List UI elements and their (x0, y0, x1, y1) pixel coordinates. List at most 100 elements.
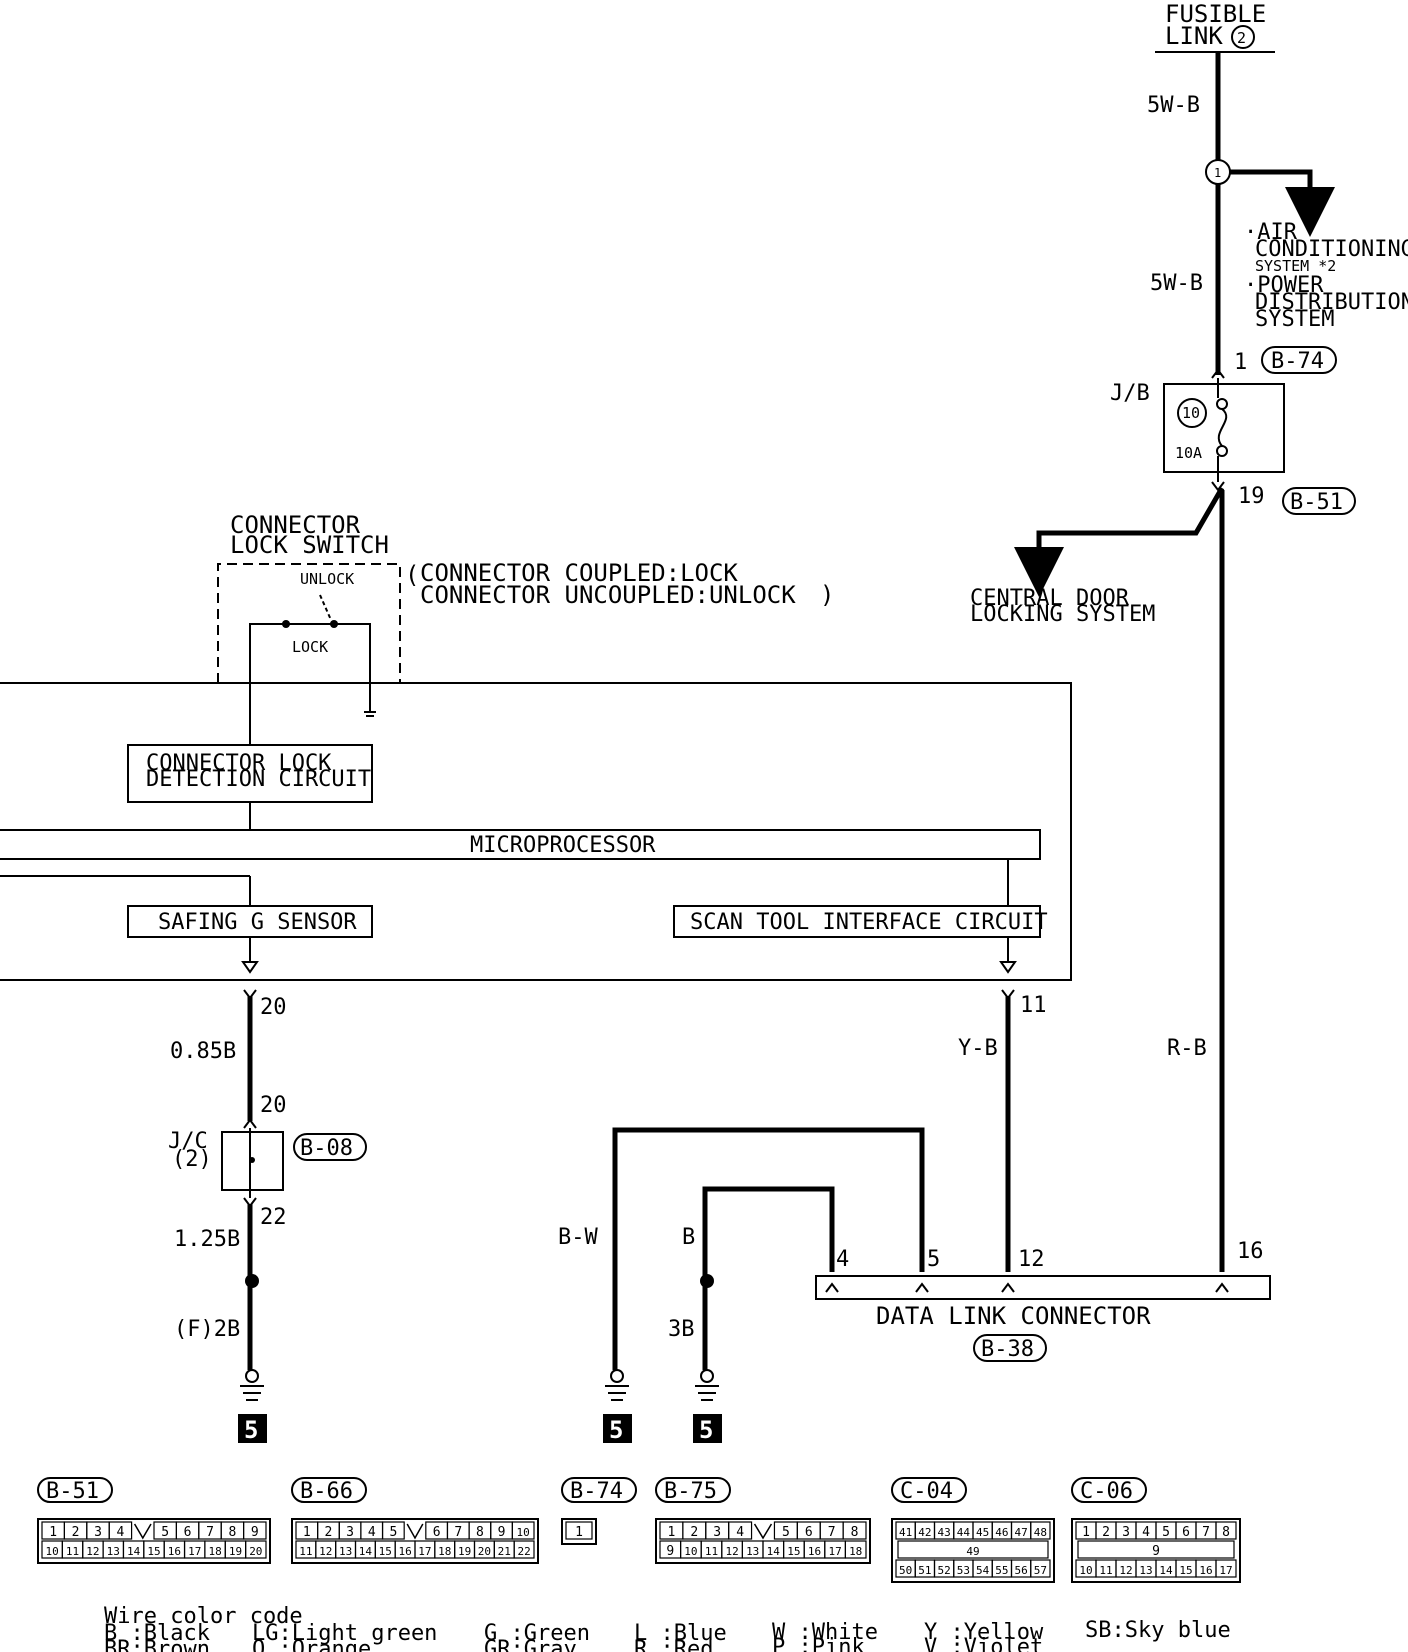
svg-text:(: ( (405, 561, 419, 589)
pin-number: 3 (713, 1525, 721, 1540)
pin-number: 53 (957, 1564, 970, 1577)
pin-number: 2 (72, 1525, 80, 1540)
pin-number: 16 (168, 1545, 181, 1558)
pin-number: 17 (188, 1545, 201, 1558)
svg-text:LINK: LINK (1165, 22, 1223, 50)
lock-switch-dashed-box (217, 563, 401, 683)
pin-number: 9 (1152, 1544, 1160, 1559)
pin-number: 16 (808, 1545, 821, 1558)
wire-085b-label: 0.85B (170, 1039, 236, 1064)
legend-item: Y :Yellow (924, 1620, 1044, 1645)
svg-text:·POWER: ·POWER (1244, 273, 1324, 298)
data-link-connector (815, 1275, 1271, 1300)
connector-name: C-06 (1080, 1479, 1133, 1504)
detection-line2: DETECTION CIRCUIT (146, 767, 371, 792)
dlc-pin-5: 5 (927, 1247, 940, 1272)
dlc-pin-4: 4 (836, 1247, 849, 1272)
badge-b74: B-74 (1261, 346, 1337, 374)
pin-number: 18 (208, 1545, 221, 1558)
dlc-pin-16: 16 (1237, 1239, 1264, 1264)
central-door-label: CENTRAL DOOR LOCKING SYSTEM (970, 586, 1155, 627)
pin-number: 12 (1119, 1564, 1132, 1577)
svg-text:B-51: B-51 (1290, 490, 1343, 515)
jc-label: J/C (168, 1129, 208, 1154)
wire-color-legend: Wire color code B :Black BR:Brown LG:Lig… (104, 1604, 1231, 1652)
scan-tool-label: SCAN TOOL INTERFACE CIRCUIT (690, 910, 1048, 935)
legend-item: SB:Sky blue (1085, 1618, 1231, 1643)
pin-1-label: 1 (1234, 350, 1247, 375)
pin-number: 14 (767, 1545, 781, 1558)
pin-number: 44 (957, 1526, 971, 1539)
pin-number: 3 (1122, 1525, 1130, 1540)
pin-number: 7 (828, 1525, 836, 1540)
pin-number: 12 (725, 1545, 738, 1558)
wire-rb-label: R-B (1167, 1036, 1207, 1061)
wire-f2b-label: (F)2B (174, 1317, 240, 1342)
pin-number: 41 (899, 1526, 912, 1539)
pin-number: 6 (805, 1525, 813, 1540)
pin-number: 14 (359, 1545, 373, 1558)
pin-number: 45 (976, 1526, 989, 1539)
badge-b38: B-38 (973, 1334, 1047, 1362)
pin-number: 13 (1139, 1564, 1152, 1577)
pin-11-label: 11 (1020, 993, 1047, 1018)
svg-text:5: 5 (244, 1416, 258, 1444)
pin-number: 14 (1159, 1564, 1173, 1577)
legend-item: LG:Light green (252, 1621, 437, 1646)
connector-name: B-75 (664, 1479, 717, 1504)
pin-number: 12 (319, 1545, 332, 1558)
svg-text:CONNECTOR: CONNECTOR (230, 511, 361, 539)
pin-number: 17 (1219, 1564, 1232, 1577)
fusible-link: FUSIBLE LINK 2 (1155, 0, 1275, 53)
detection-circuit-box (127, 744, 373, 803)
pin-number: 7 (454, 1525, 462, 1540)
pin-number: 49 (966, 1545, 979, 1558)
switch-note: ( CONNECTOR COUPLED:LOCK CONNECTOR UNCOU… (405, 559, 834, 609)
pin-number: 19 (229, 1545, 242, 1558)
jb-label: J/B (1110, 381, 1150, 406)
legend-item: L :Blue (634, 1621, 727, 1646)
svg-text:·AIR: ·AIR (1244, 220, 1298, 245)
pin-number: 17 (828, 1545, 841, 1558)
unlock-label: UNLOCK (300, 570, 354, 588)
connector-face-b-74: B-741 (561, 1477, 637, 1545)
connector-name: B-66 (300, 1479, 353, 1504)
central-door-branch (1014, 486, 1225, 597)
pin-number: 8 (476, 1525, 484, 1540)
svg-text:LOCK SWITCH: LOCK SWITCH (230, 531, 389, 559)
svg-text:2: 2 (1237, 29, 1246, 47)
pin-number: 47 (1015, 1526, 1028, 1539)
legend-item: V :Violet (924, 1635, 1043, 1652)
pin-number: 13 (107, 1545, 120, 1558)
pin-number: 2 (690, 1525, 698, 1540)
svg-text:CONNECTOR UNCOUPLED:UNLOCK: CONNECTOR UNCOUPLED:UNLOCK (420, 581, 796, 609)
legend-item: GR:Gray (484, 1637, 577, 1652)
pin-number: 15 (147, 1545, 160, 1558)
safing-sensor-box (127, 905, 373, 938)
wire-b-label: B (682, 1225, 695, 1250)
pin-number: 4 (736, 1525, 744, 1540)
pin-number: 5 (389, 1525, 397, 1540)
pin-number: 15 (1179, 1564, 1192, 1577)
pin-number: 48 (1034, 1526, 1047, 1539)
legend-item: R :Red (634, 1637, 713, 1652)
legend-item: O :Orange (252, 1637, 371, 1652)
wire-3b-label: 3B (668, 1317, 695, 1342)
ground-symbol-3: 5 (693, 1369, 722, 1444)
svg-text:): ) (820, 581, 834, 609)
pin-number: 8 (851, 1525, 859, 1540)
svg-text:5: 5 (609, 1416, 623, 1444)
branch-arrow (1230, 169, 1335, 237)
wire-125b-label: 1.25B (174, 1227, 240, 1252)
pin-number: 8 (1222, 1525, 1230, 1540)
pin-number: 3 (94, 1525, 102, 1540)
pin-number: 1 (575, 1525, 583, 1540)
pin-number: 13 (746, 1545, 759, 1558)
pin-number: 16 (1199, 1564, 1212, 1577)
wire-yb-label: Y-B (958, 1036, 998, 1061)
